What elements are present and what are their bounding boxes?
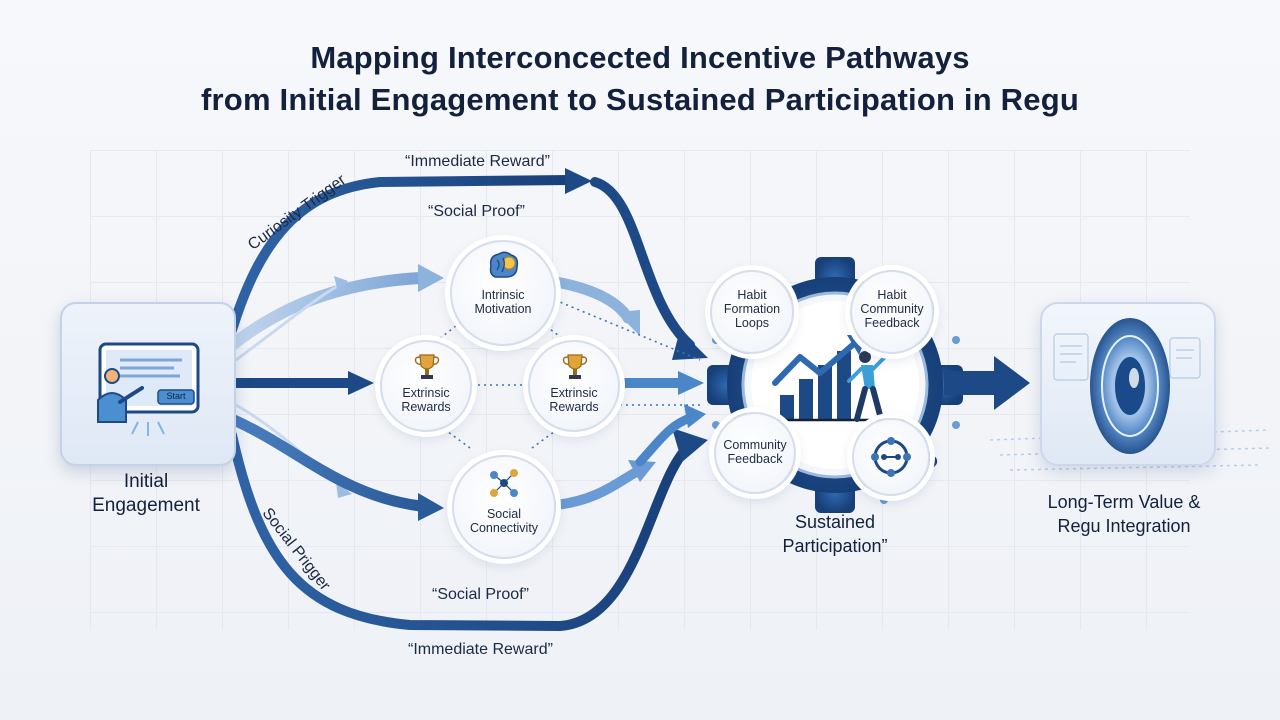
habit-formation-line-3: Loops — [734, 316, 770, 330]
community-feedback-line-2: Feedback — [727, 452, 783, 466]
path-lower-light-into-gear — [635, 413, 695, 467]
dotted-links — [424, 299, 701, 449]
gear-satellite-habit-community: Habit Community Feedback — [850, 270, 934, 354]
extrinsic-left-line-1: Extrinsic — [402, 386, 450, 400]
portal-lens-icon — [1053, 318, 1201, 454]
path-to-social — [228, 414, 426, 512]
node-intrinsic-motivation: Intrinsic Motivation — [450, 240, 556, 346]
brain-bulb-icon — [489, 251, 519, 278]
arrowhead-into-gear-bottom — [672, 428, 708, 462]
page-title-line-1: Mapping Interconcected Incentive Pathway… — [310, 40, 970, 75]
arrowhead-top-reward — [565, 168, 592, 194]
path-faint-upper — [235, 283, 341, 362]
path-to-intrinsic — [226, 272, 426, 351]
running-person-icon — [847, 351, 887, 422]
path-top-arc — [227, 175, 575, 335]
habit-community-line-3: Feedback — [864, 316, 920, 330]
long-term-value-portal — [1040, 302, 1216, 466]
path-social-out — [551, 465, 645, 510]
sustained-line-2: Participation” — [782, 536, 888, 556]
social-line-2: Connectivity — [469, 521, 539, 535]
trophy-icon — [562, 354, 588, 379]
habit-community-line-1: Habit — [877, 288, 907, 302]
path-top-down — [590, 177, 695, 350]
screen-presenter-icon — [97, 342, 200, 436]
trophy-icon — [414, 354, 440, 379]
social-line-1: Social — [486, 507, 522, 521]
label-top-social-proof: “Social Proof” — [428, 203, 525, 220]
path-bottom-arc — [227, 430, 695, 632]
extrinsic-right-line-2: Rewards — [549, 400, 599, 414]
network-cycle-icon — [871, 437, 911, 477]
long-term-value-label: Long-Term Value & Regu Integration — [1022, 490, 1226, 538]
habit-formation-line-2: Formation — [723, 302, 781, 316]
node-social-connectivity: Social Connectivity — [452, 455, 556, 559]
community-feedback-line-1: Community — [723, 438, 787, 452]
node-extrinsic-rewards-right: Extrinsic Rewards — [528, 340, 620, 432]
start-button-label: Start — [166, 391, 186, 401]
node-extrinsic-rewards-left: Extrinsic Rewards — [380, 340, 472, 432]
label-bottom-immediate-reward: “Immediate Reward” — [408, 641, 553, 658]
initial-engagement-line-1: Initial — [123, 471, 169, 492]
network-people-icon — [490, 469, 518, 497]
gear-satellite-community-feedback: Community Feedback — [714, 412, 796, 494]
arrow-to-portal — [944, 371, 996, 395]
extrinsic-right-line-1: Extrinsic — [550, 386, 598, 400]
habit-community-line-2: Community — [860, 302, 924, 316]
arrowhead-into-gear-top — [672, 330, 708, 360]
initial-engagement-label: Initial Engagement — [60, 470, 232, 518]
intrinsic-line-1: Intrinsic — [481, 288, 525, 302]
gear-satellite-network — [852, 418, 930, 496]
sustained-participation-label: Sustained Participation” — [735, 510, 935, 558]
habit-formation-line-1: Habit — [737, 288, 767, 302]
growth-arrow-icon — [772, 340, 858, 386]
long-term-line-1: Long-Term Value & — [1047, 492, 1201, 512]
label-bottom-social-proof: “Social Proof” — [432, 586, 529, 603]
extrinsic-left-line-2: Rewards — [401, 400, 451, 414]
arrowhead-extrinsic-left — [348, 371, 374, 395]
arrowhead-social — [418, 493, 444, 521]
growth-bars-icon — [780, 351, 851, 419]
long-term-line-2: Regu Integration — [1057, 516, 1191, 536]
initial-engagement-card: Start — [60, 302, 236, 466]
label-top-immediate-reward: “Immediate Reward” — [405, 153, 550, 170]
intrinsic-line-2: Motivation — [474, 302, 532, 316]
sustained-line-1: Sustained — [794, 512, 876, 532]
page-title-line-2: from Initial Engagement to Sustained Par… — [201, 82, 1079, 117]
initial-engagement-line-2: Engagement — [92, 495, 200, 516]
arrowhead-intrinsic — [418, 264, 444, 292]
gear-satellite-habit-formation: Habit Formation Loops — [710, 270, 794, 354]
arrowhead-extrinsic-right-out — [678, 371, 704, 395]
